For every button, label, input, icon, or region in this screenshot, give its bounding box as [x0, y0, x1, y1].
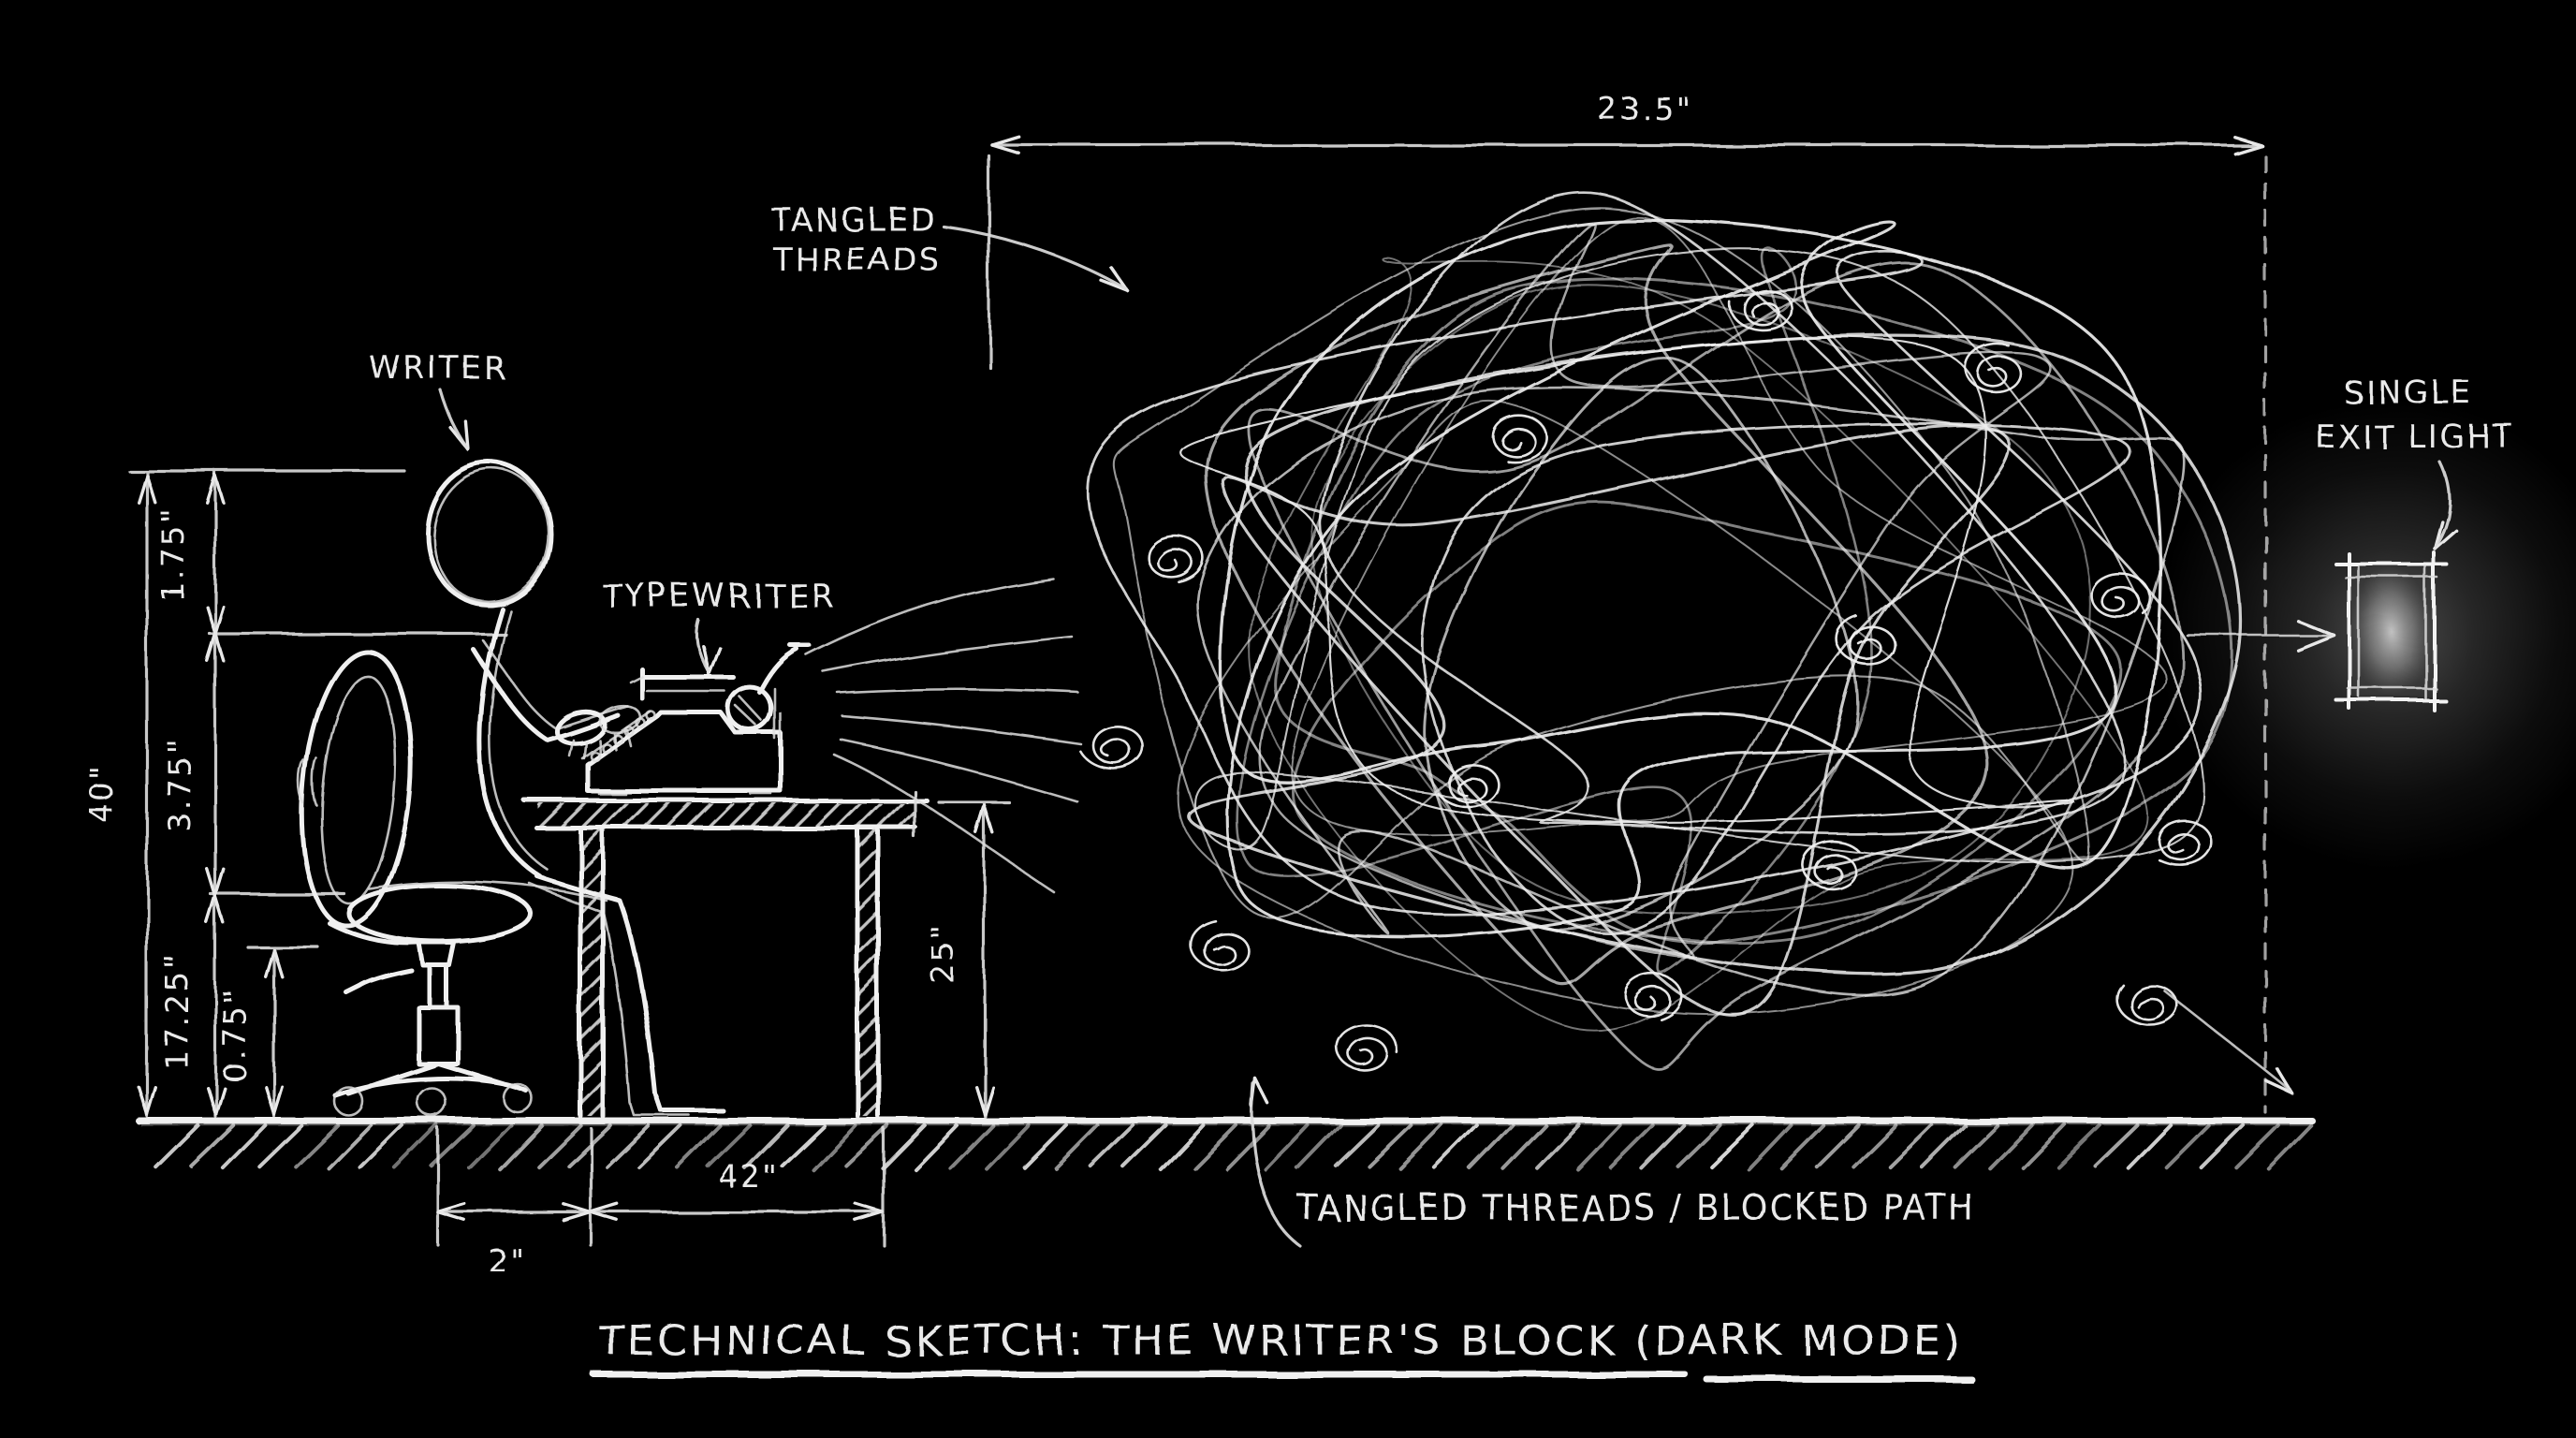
writer-torso-2	[489, 609, 549, 871]
tangle-exit-ground	[2162, 989, 2291, 1092]
typewriter	[580, 643, 812, 796]
dim-label-25: 25"	[924, 923, 960, 984]
ground-hatch	[154, 1123, 2313, 1172]
writer-head	[424, 460, 553, 608]
chair-knob	[298, 756, 318, 807]
label-arrows	[438, 225, 2452, 1249]
chair-backrest-inner	[320, 675, 397, 905]
labels: WRITER TYPEWRITER TANGLED THREADS SINGLE…	[369, 201, 2514, 1228]
threads-out	[805, 577, 1083, 893]
dim-label-3-75: 3.75"	[161, 737, 198, 831]
writer-label: WRITER	[369, 349, 507, 387]
chair-lift-cylinder	[416, 1005, 461, 1066]
chair-lift-top	[417, 940, 457, 968]
typewriter-knob-hatch	[734, 695, 764, 727]
office-chair	[298, 648, 608, 1119]
chair-base	[332, 1061, 529, 1098]
chair-backrest	[300, 648, 414, 929]
dim-label-17-25: 17.25"	[158, 953, 195, 1070]
single-exit-light-label-2: EXIT LIGHT	[2315, 418, 2514, 456]
chair-lift-rod	[427, 962, 449, 1010]
tangle-loops	[1079, 190, 2243, 1071]
blocked-arrow	[1251, 1082, 1303, 1249]
chair-lever	[344, 968, 415, 996]
blocked-path-label: TANGLED THREADS / BLOCKED PATH	[1296, 1187, 1976, 1228]
dim-label-0-75: 0.75"	[216, 987, 253, 1081]
typewriter-keys	[590, 710, 656, 762]
writer-arm-1	[471, 647, 621, 742]
writer-arrow	[438, 388, 468, 448]
chair-caster-3	[502, 1082, 534, 1114]
typewriter-return-lever	[757, 643, 812, 696]
typewriter-carriage	[639, 667, 736, 701]
writer-head-inner	[432, 467, 549, 604]
desk-left-leg-hatch	[580, 828, 603, 1116]
writer-arm-2	[481, 638, 629, 730]
desk	[521, 789, 929, 1119]
door-panel	[2351, 567, 2432, 697]
dim-label-1-75: 1.75"	[154, 506, 191, 601]
desk-right-leg-hatch	[857, 828, 878, 1116]
desk-left-leg	[578, 825, 606, 1119]
dim-label-23-5: 23.5"	[1598, 91, 1692, 127]
chair-caster-1	[332, 1085, 364, 1117]
tangled-threads-label-2: THREADS	[772, 242, 942, 279]
typewriter-carriage-2	[629, 675, 726, 693]
dimension-labels: 23.5" 40" 1.75" 3.75" 17.25" 0.75" 25" 4…	[83, 91, 1692, 1279]
typewriter-label: TYPEWRITER	[601, 578, 836, 615]
single-exit-light-label-1: SINGLE	[2343, 374, 2473, 411]
dim-label-2: 2"	[488, 1242, 526, 1279]
tangle	[1079, 190, 2333, 1092]
tangled-arrow	[942, 225, 1127, 290]
writer-hand-1	[553, 709, 607, 746]
chair-caster-2	[417, 1087, 448, 1119]
dim-label-40: 40"	[83, 764, 120, 825]
desk-top-hatch	[538, 803, 914, 826]
arrowheads	[137, 135, 2458, 1223]
typewriter-paper-rod	[773, 687, 783, 741]
title-block: TECHNICAL SKETCH: THE WRITER'S BLOCK (DA…	[590, 1317, 1975, 1383]
door-inner-frame	[2344, 565, 2439, 699]
typewriter-platen-knob	[725, 684, 774, 733]
typewriter-arrow	[695, 618, 710, 672]
tangled-threads-label-1: TANGLED	[769, 201, 936, 239]
desk-right-leg	[855, 825, 881, 1119]
page-title: TECHNICAL SKETCH: THE WRITER'S BLOCK (DA…	[597, 1317, 1963, 1365]
exit-light	[2157, 397, 2576, 869]
exit-light-arrow	[2434, 461, 2452, 548]
dim-label-42: 42"	[719, 1158, 780, 1195]
writer-torso	[476, 606, 543, 879]
ground	[135, 1117, 2316, 1172]
